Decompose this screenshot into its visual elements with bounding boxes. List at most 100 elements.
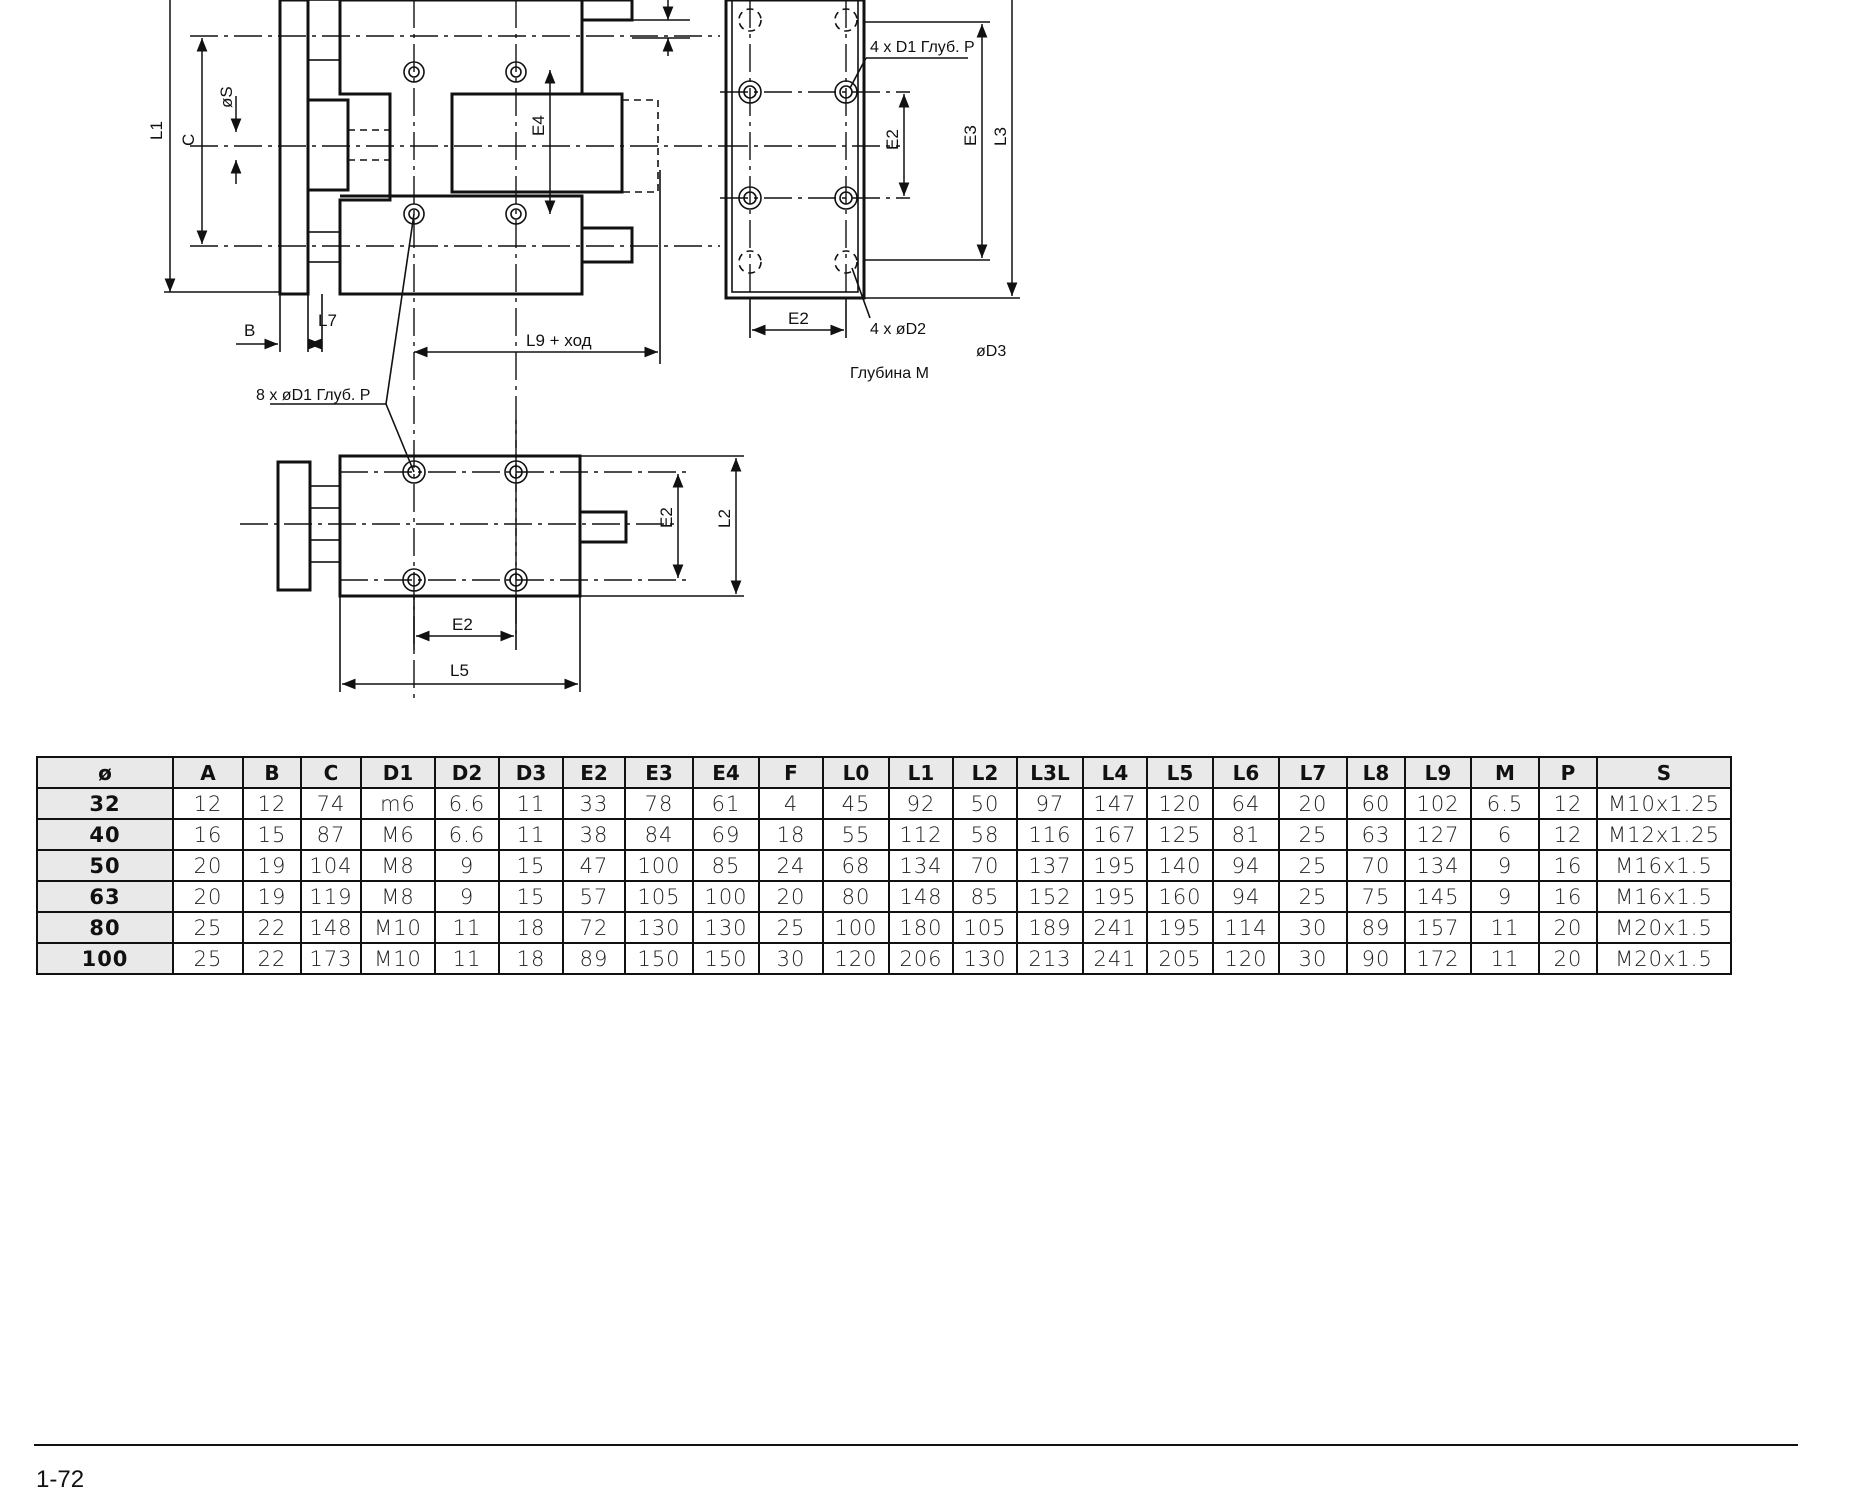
- table-cell: 140: [1146, 849, 1214, 882]
- table-cell: 167: [1082, 818, 1148, 851]
- dim-label-L2: L2: [715, 509, 734, 528]
- table-cell: M16x1.5: [1596, 849, 1732, 882]
- col-header: L9: [1404, 756, 1472, 789]
- dim-label-L1: L1: [147, 121, 166, 140]
- table-cell: 172: [1404, 942, 1472, 975]
- table-cell: 45: [822, 787, 890, 820]
- table-cell: 25: [1278, 849, 1348, 882]
- table-cell: 30: [1278, 942, 1348, 975]
- table-cell: 157: [1404, 911, 1472, 944]
- table-cell: 75: [1346, 880, 1406, 913]
- table-cell: 25: [172, 911, 244, 944]
- table-cell: 16: [1538, 849, 1598, 882]
- dim-label-E2-right: E2: [883, 129, 902, 150]
- table-cell: 102: [1404, 787, 1472, 820]
- footer-divider: [34, 1444, 1798, 1446]
- table-cell: 150: [692, 942, 760, 975]
- table-cell: 145: [1404, 880, 1472, 913]
- table-cell: 100: [822, 911, 890, 944]
- dim-label-B: B: [244, 321, 255, 340]
- table-cell: 16: [172, 818, 244, 851]
- table-cell: 20: [172, 849, 244, 882]
- table-cell: 16: [1538, 880, 1598, 913]
- cylinder-body: [450, 92, 624, 194]
- table-cell: 105: [624, 880, 694, 913]
- table-cell: 97: [1016, 787, 1084, 820]
- table-cell: 25: [1278, 880, 1348, 913]
- col-header: L0: [822, 756, 890, 789]
- table-cell: 4: [758, 787, 824, 820]
- table-cell: M16x1.5: [1596, 880, 1732, 913]
- table-cell: 18: [758, 818, 824, 851]
- table-cell: 134: [888, 849, 954, 882]
- col-header: C: [300, 756, 362, 789]
- table-header-row: ø A B C D1 D2 D3 E2 E3 E4 F L0 L1 L2 L3L…: [36, 756, 1732, 789]
- piston-rod-clamp: [306, 98, 350, 192]
- table-cell: 69: [692, 818, 760, 851]
- table-cell: 15: [242, 818, 302, 851]
- table-cell: 89: [1346, 911, 1406, 944]
- table-cell: 6.6: [434, 818, 500, 851]
- col-header: L2: [952, 756, 1018, 789]
- col-header: D1: [360, 756, 436, 789]
- col-header: D3: [498, 756, 564, 789]
- note-depth: Глубина M: [850, 365, 929, 382]
- row-header-diameter: 50: [36, 849, 174, 882]
- table-cell: 213: [1016, 942, 1084, 975]
- table-cell: 127: [1404, 818, 1472, 851]
- page-number: 1-72: [36, 1466, 85, 1493]
- table-cell: 25: [172, 942, 244, 975]
- table-cell: 130: [624, 911, 694, 944]
- table-cell: 18: [498, 942, 564, 975]
- table-cell: 6.6: [434, 787, 500, 820]
- table-cell: 195: [1082, 849, 1148, 882]
- table-cell: 100: [692, 880, 760, 913]
- table-cell: 152: [1016, 880, 1084, 913]
- table-cell: 120: [822, 942, 890, 975]
- table-cell: 94: [1212, 880, 1280, 913]
- col-header: F: [758, 756, 824, 789]
- dim-label-L3: L3: [991, 127, 1010, 146]
- col-header: M: [1470, 756, 1540, 789]
- table-cell: 20: [172, 880, 244, 913]
- table-cell: 92: [888, 787, 954, 820]
- col-header: B: [242, 756, 302, 789]
- table-cell: 20: [1538, 942, 1598, 975]
- table-cell: 74: [300, 787, 362, 820]
- table-cell: 9: [434, 880, 500, 913]
- table-cell: 81: [1212, 818, 1280, 851]
- dim-label-L5: L5: [450, 661, 469, 680]
- table-cell: 87: [300, 818, 362, 851]
- table-cell: 150: [624, 942, 694, 975]
- table-cell: 84: [624, 818, 694, 851]
- dim-label-E2-horizontal: E2: [452, 615, 473, 634]
- table-cell: M6: [360, 818, 436, 851]
- table-cell: 50: [952, 787, 1018, 820]
- dim-label-S: øS: [217, 86, 236, 108]
- table-cell: 19: [242, 849, 302, 882]
- table-cell: 241: [1082, 911, 1148, 944]
- table-cell: 6: [1470, 818, 1540, 851]
- table-cell: 22: [242, 911, 302, 944]
- top-view: L1 C øS E4 B L7 L9 + ход 8 x øD1 Глуб. P: [147, 0, 720, 700]
- col-header: S: [1596, 756, 1732, 789]
- table-cell: 38: [562, 818, 626, 851]
- table-cell: 120: [1146, 787, 1214, 820]
- table-cell: 11: [498, 818, 564, 851]
- dimensions-table: ø A B C D1 D2 D3 E2 E3 E4 F L0 L1 L2 L3L…: [36, 756, 1732, 975]
- table-cell: 20: [1278, 787, 1348, 820]
- table-cell: 25: [1278, 818, 1348, 851]
- dim-label-E2-bottom: E2: [788, 309, 809, 328]
- note-holes-top: 4 x D1 Глуб. P: [870, 39, 975, 56]
- table-cell: 148: [300, 911, 362, 944]
- table-cell: 25: [758, 911, 824, 944]
- table-cell: 148: [888, 880, 954, 913]
- table-cell: 6.5: [1470, 787, 1540, 820]
- table-cell: 15: [498, 849, 564, 882]
- table-cell: 125: [1146, 818, 1214, 851]
- table-cell: M10: [360, 911, 436, 944]
- table-cell: 22: [242, 942, 302, 975]
- table-cell: 112: [888, 818, 954, 851]
